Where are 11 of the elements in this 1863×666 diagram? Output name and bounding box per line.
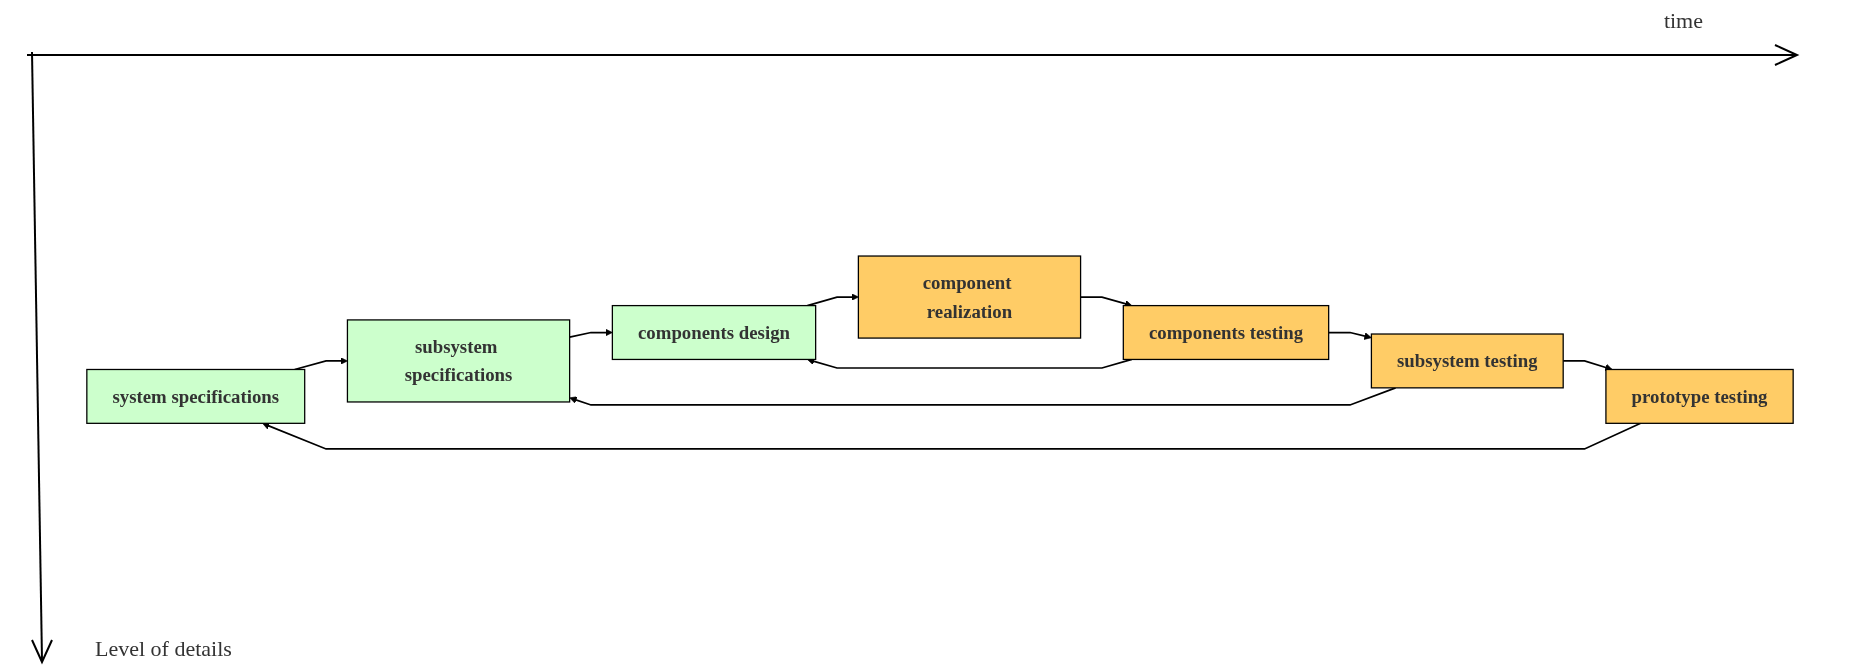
- node-box: components testing: [1122, 304, 1330, 361]
- node-box: subsystem specifications: [346, 319, 571, 403]
- node-box: system specifications: [86, 368, 306, 424]
- node-box: prototype testing: [1605, 368, 1794, 424]
- node-box: component realization: [857, 255, 1082, 339]
- arrow: [569, 387, 1397, 406]
- arrow: [262, 422, 1642, 450]
- axis-label: time: [1663, 8, 1703, 34]
- node-box: subsystem testing: [1370, 333, 1564, 389]
- node-box: components design: [611, 304, 817, 361]
- axis-label: Level of details: [95, 636, 232, 662]
